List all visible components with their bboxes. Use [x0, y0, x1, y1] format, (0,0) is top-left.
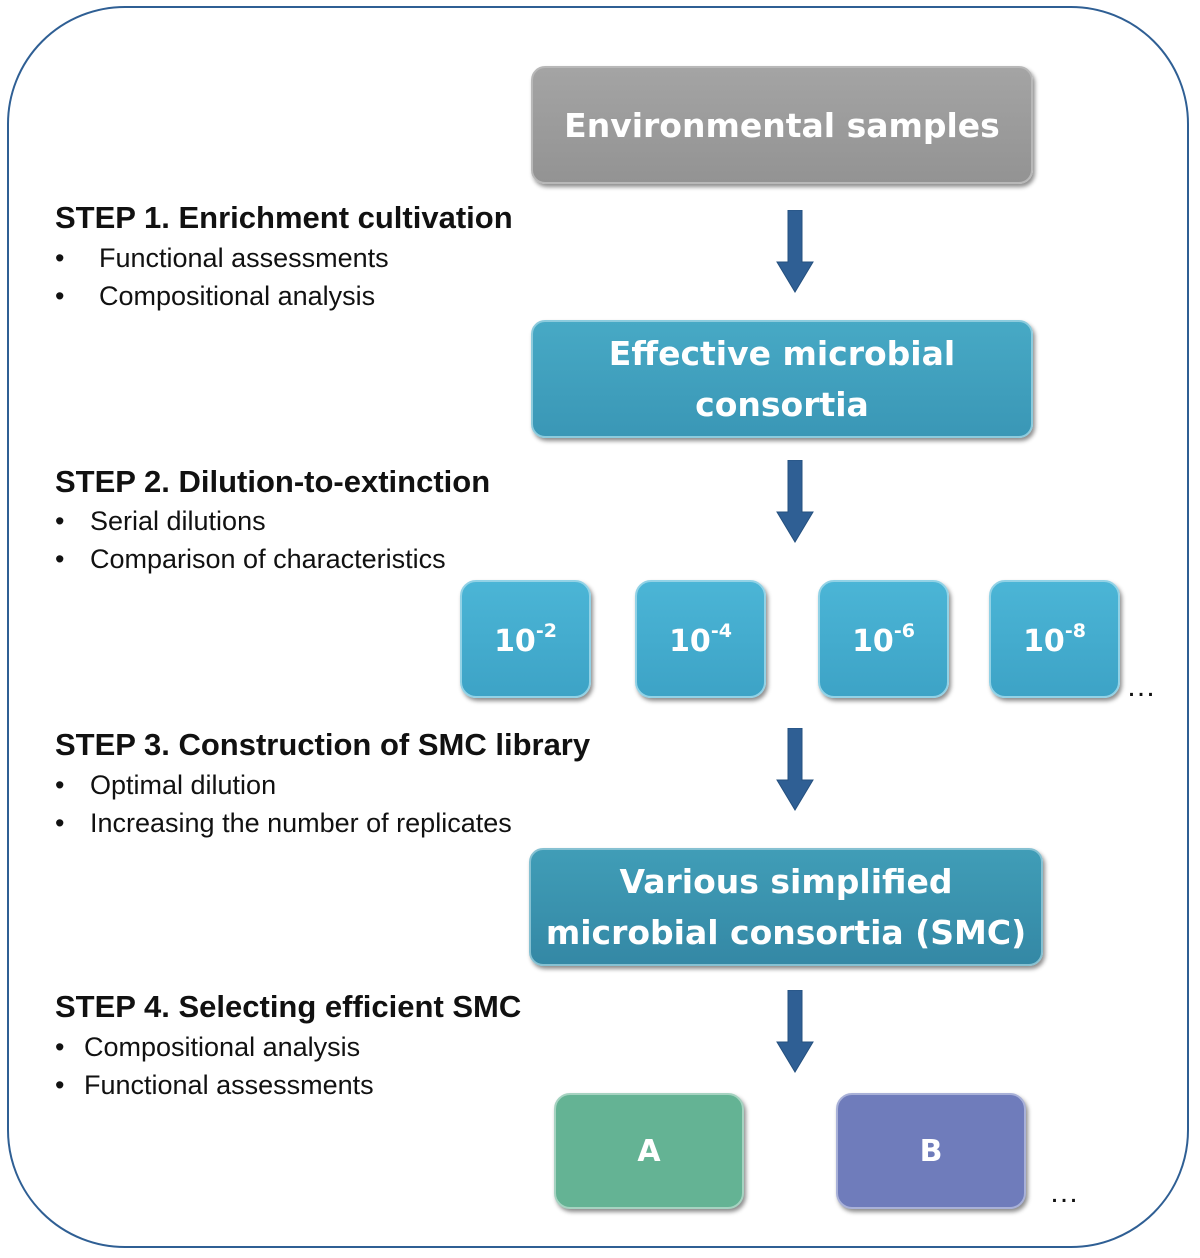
arrow-down-icon	[776, 460, 814, 543]
effective-consortia-line1: Effective microbial	[608, 334, 956, 373]
list-item: •Functional assessments	[55, 243, 389, 273]
result-box-a: A	[554, 1093, 744, 1209]
arrow-down-icon	[776, 990, 814, 1073]
dilution-box-1: 10-2	[460, 580, 591, 698]
list-item: •Functional assessments	[55, 1070, 374, 1100]
smc-box: Various simplified microbial consortia (…	[529, 848, 1043, 966]
smc-line2: microbial consortia (SMC)	[545, 913, 1027, 952]
step-3-title: STEP 3. Construction of SMC library	[55, 727, 591, 762]
dilution-box-3: 10-6	[818, 580, 949, 698]
smc-line1: Various simplified	[619, 862, 953, 901]
step-3-bullets: •Optimal dilution •Increasing the number…	[55, 766, 512, 842]
arrow-down-icon	[776, 210, 814, 293]
result-ellipsis: …	[1049, 1176, 1082, 1209]
list-item: •Compositional analysis	[55, 1032, 361, 1062]
result-label-b: B	[919, 1133, 943, 1169]
dilution-label-2: 10-4	[669, 619, 732, 659]
dilution-ellipsis: …	[1126, 670, 1159, 703]
step-1-bullets: •Functional assessments •Compositional a…	[55, 239, 389, 315]
environmental-samples-box: Environmental samples	[531, 66, 1033, 184]
dilution-label-4: 10-8	[1023, 619, 1086, 659]
list-item: •Increasing the number of replicates	[55, 808, 512, 838]
list-item: •Compositional analysis	[55, 281, 376, 311]
effective-consortia-box: Effective microbial consortia	[531, 320, 1033, 438]
list-item: •Comparison of characteristics	[55, 544, 446, 574]
step-2-bullets: •Serial dilutions •Comparison of charact…	[55, 502, 446, 578]
step-4-bullets: •Compositional analysis •Functional asse…	[55, 1028, 374, 1104]
step-1-title: STEP 1. Enrichment cultivation	[55, 200, 513, 235]
step-2-title: STEP 2. Dilution-to-extinction	[55, 464, 491, 499]
dilution-box-2: 10-4	[635, 580, 766, 698]
effective-consortia-line2: consortia	[695, 385, 869, 424]
dilution-box-4: 10-8	[989, 580, 1120, 698]
result-label-a: A	[637, 1133, 661, 1169]
arrow-down-icon	[776, 728, 814, 811]
list-item: •Serial dilutions	[55, 506, 266, 536]
environmental-samples-label: Environmental samples	[564, 105, 1000, 145]
dilution-label-1: 10-2	[494, 619, 557, 659]
step-4-title: STEP 4. Selecting efficient SMC	[55, 989, 522, 1024]
result-box-b: B	[836, 1093, 1026, 1209]
list-item: •Optimal dilution	[55, 770, 277, 800]
dilution-label-3: 10-6	[852, 619, 915, 659]
outer-frame	[7, 6, 1189, 1248]
